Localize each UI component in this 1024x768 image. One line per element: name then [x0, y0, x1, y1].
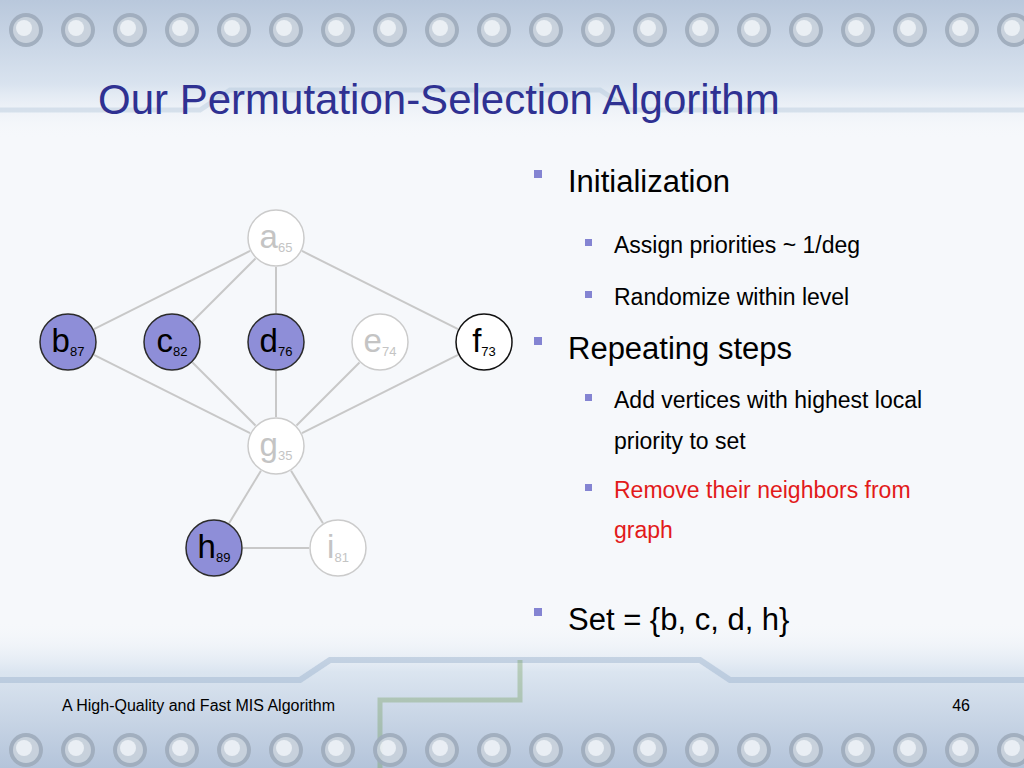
graph-vertex: i81	[309, 519, 367, 577]
vertex-name: h	[198, 528, 216, 566]
vertex-circle	[248, 418, 304, 474]
footer-text: 46	[930, 696, 970, 716]
footer-text: A High-Quality and Fast MIS Algorithm	[62, 696, 462, 716]
bullet-marker	[534, 608, 542, 616]
vertex-text: f73	[455, 313, 513, 371]
vertex-priority: 65	[278, 240, 292, 255]
label-row: 46	[930, 696, 970, 716]
label-row: Repeating steps	[568, 331, 968, 367]
label-row: A High-Quality and Fast MIS Algorithm	[62, 696, 462, 716]
graph-vertex: g35	[247, 417, 305, 475]
graph-edge	[275, 267, 277, 313]
vertex-priority: 87	[70, 344, 84, 359]
graph-vertex: b87	[39, 313, 97, 371]
vertex-name: b	[52, 322, 70, 360]
vertex-text: b87	[39, 313, 97, 371]
vertex-outline	[455, 313, 513, 371]
slide-title: Our Permutation-Selection Algorithm	[98, 74, 780, 126]
vertex-circle	[144, 314, 200, 370]
vertex-priority: 81	[334, 550, 348, 565]
bullet-text: Initialization	[568, 164, 968, 200]
vertex-priority: 82	[173, 344, 187, 359]
vertex-text: a65	[247, 209, 305, 267]
bullet-text: Remove their neighbors from graph	[614, 470, 939, 550]
graph-edge	[229, 471, 261, 523]
bullet-text: Randomize within level	[614, 282, 974, 312]
vertex-name: a	[260, 218, 278, 256]
vertex-text: i81	[309, 519, 367, 577]
vertex-name: d	[260, 322, 278, 360]
vertex-priority: 76	[278, 344, 292, 359]
graph-vertex: h89	[185, 519, 243, 577]
vertex-circle	[352, 314, 408, 370]
bullet-text: Assign priorities ~ 1/deg	[614, 230, 974, 260]
graph-vertex: e74	[351, 313, 409, 371]
bullet-text: Add vertices with highest local priority…	[614, 380, 939, 462]
graph-edge	[193, 259, 256, 322]
label-row: Randomize within level	[614, 282, 974, 312]
vertex-priority: 89	[216, 550, 230, 565]
vertex-circle	[40, 314, 96, 370]
bullet-text: Set = {b, c, d, h}	[568, 602, 968, 638]
vertex-text: h89	[185, 519, 243, 577]
vertex-circle	[456, 314, 512, 370]
vertex-circle	[248, 314, 304, 370]
graph-edge	[291, 471, 323, 523]
graph-edge	[275, 371, 277, 417]
label-row: Set = {b, c, d, h}	[568, 602, 968, 638]
bullet-marker	[585, 394, 592, 401]
vertex-name: f	[472, 322, 481, 360]
vertex-text: g35	[247, 417, 305, 475]
graph-vertex: f73	[455, 313, 513, 371]
vertex-text: e74	[351, 313, 409, 371]
bullet-marker	[585, 239, 592, 246]
vertex-text: c82	[143, 313, 201, 371]
graph-vertex: a65	[247, 209, 305, 267]
bullet-text: Repeating steps	[568, 331, 968, 367]
graph-vertex: d76	[247, 313, 305, 371]
bullet-marker	[534, 170, 542, 178]
vertex-name: c	[157, 322, 174, 360]
label-row: Remove their neighbors from graph	[614, 470, 939, 550]
vertex-outline	[309, 519, 367, 577]
vertex-priority: 73	[481, 344, 495, 359]
bullet-marker	[585, 291, 592, 298]
vertex-name: e	[364, 322, 382, 360]
graph-vertex: c82	[143, 313, 201, 371]
vertex-circle	[248, 210, 304, 266]
graph-edge	[193, 363, 256, 426]
label-row: Initialization	[568, 164, 968, 200]
vertex-text: d76	[247, 313, 305, 371]
vertex-name: i	[327, 528, 334, 566]
bullet-marker	[534, 337, 542, 345]
vertex-circle	[310, 520, 366, 576]
graph-edge	[243, 547, 309, 549]
bullet-marker	[585, 484, 592, 491]
vertex-name: g	[260, 426, 278, 464]
vertex-circle	[186, 520, 242, 576]
label-row: Add vertices with highest local priority…	[614, 380, 939, 462]
vertex-priority: 35	[278, 448, 292, 463]
vertex-priority: 74	[382, 344, 396, 359]
graph-edge	[297, 363, 360, 426]
label-row: Assign priorities ~ 1/deg	[614, 230, 974, 260]
